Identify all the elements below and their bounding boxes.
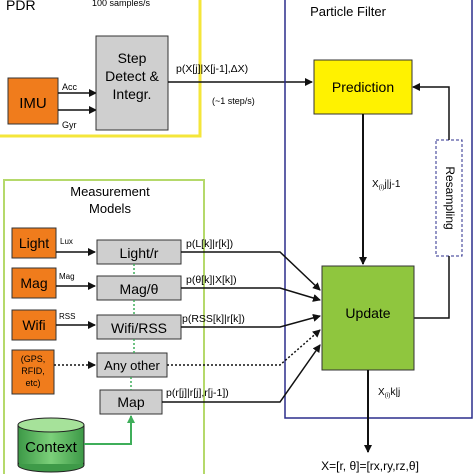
light-model-label: Light/r: [120, 245, 159, 261]
prediction-label: Prediction: [332, 79, 394, 95]
step-rate-label: (~1 step/s): [212, 96, 255, 106]
mag-source-box: [11, 267, 57, 299]
wifi-edge-label: p(RSS[k]|r[k]): [182, 313, 245, 325]
light-edge-label: p(L[k]|r[k]): [186, 238, 233, 250]
resampling-to-prediction-arrow: [412, 83, 450, 140]
wifi-source-label: Wifi: [22, 317, 45, 333]
wifi-to-update-arrow: [181, 313, 321, 328]
any-other-model-label: Any other: [104, 358, 160, 373]
light-source-label: Light: [19, 235, 49, 251]
other-source-box: [11, 349, 55, 395]
resampling-box: [435, 139, 463, 257]
other-source-line3: etc): [25, 378, 40, 388]
mag-sub-label: Mag: [59, 272, 75, 281]
xpred-label: X(i)j|j-1: [372, 179, 401, 191]
context-database-icon: [17, 417, 85, 473]
map-model-label: Map: [117, 394, 144, 410]
pdr-title: PDR: [6, 0, 36, 13]
context-label: Context: [25, 439, 78, 456]
map-edge-label: p(r[j]|r[j],r[j-1]): [166, 387, 229, 399]
update-to-resampling-line: [412, 256, 450, 319]
measurement-title-2: Models: [89, 201, 131, 216]
context-to-map-arrow: [84, 415, 135, 445]
acc-label: Acc: [62, 82, 78, 92]
mag-model-label: Mag/θ: [120, 281, 159, 297]
imu-box: [7, 77, 59, 125]
particle-filter-title: Particle Filter: [310, 4, 387, 19]
wifi-source-box: [11, 309, 57, 341]
measurement-region: [3, 179, 205, 474]
any-other-to-update-arrow: [167, 329, 321, 366]
map-model-box: [99, 389, 163, 415]
light-source-box: [11, 227, 57, 259]
step-line3: Integr.: [113, 86, 152, 102]
gyr-label: Gyr: [62, 120, 77, 130]
mag-edge-label: p(θ[k]|X[k]): [186, 274, 237, 286]
pdr-rate: 100 samples/s: [92, 0, 151, 8]
wifi-model-label: Wifi/RSS: [111, 320, 167, 336]
other-source-line1: (GPS,: [21, 354, 46, 364]
any-other-model-box: [96, 352, 168, 378]
imu-label: IMU: [19, 95, 47, 112]
xupd-label: X(i)k|j: [378, 387, 400, 399]
particle-filter-region: [284, 0, 473, 419]
measurement-title-1: Measurement: [70, 184, 150, 199]
pdr-region: [0, 0, 202, 138]
output-state-label: X=[r, θ]=[rx,ry,rz,θ]: [321, 459, 419, 473]
mag-to-update-arrow: [181, 287, 321, 302]
pdr-edge-label: p(X[j]|X[j-1],ΔX): [176, 63, 248, 75]
light-to-update-arrow: [181, 251, 321, 291]
resampling-label: Resampling: [443, 166, 457, 229]
mag-source-label: Mag: [20, 275, 47, 291]
update-label: Update: [345, 305, 390, 321]
update-box: [321, 265, 415, 371]
other-source-line2: RFID,: [21, 366, 45, 376]
rss-label: RSS: [59, 312, 75, 321]
step-line1: Step: [118, 50, 147, 66]
map-to-update-arrow: [162, 344, 321, 403]
step-line2: Detect &: [105, 68, 159, 84]
step-detect-box: [95, 35, 169, 131]
lux-label: Lux: [60, 237, 73, 246]
wifi-model-box: [96, 314, 182, 340]
light-model-box: [96, 239, 182, 265]
